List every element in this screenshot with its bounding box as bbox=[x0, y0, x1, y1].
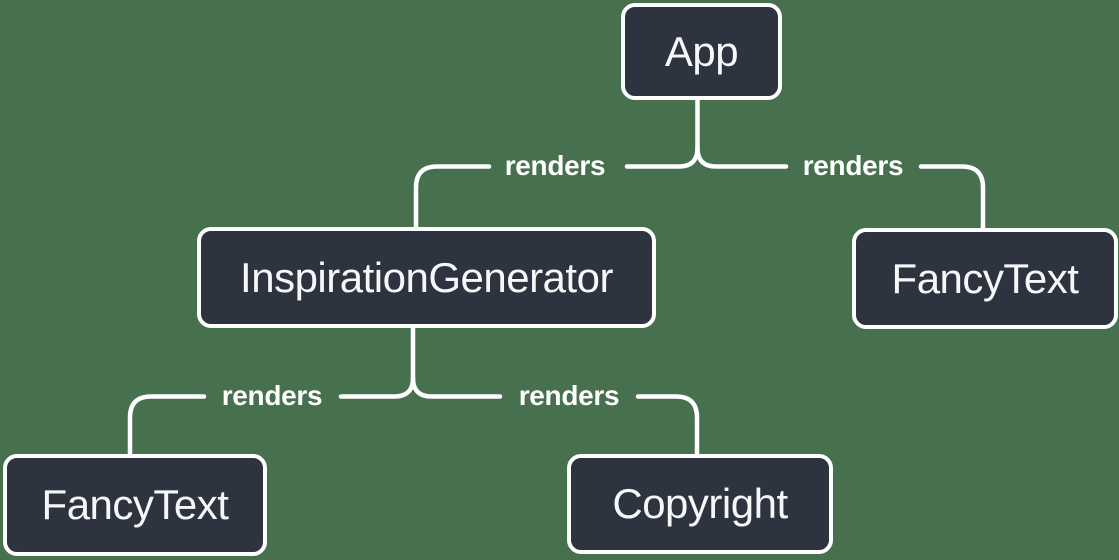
edge-inspiration-to-copyright-junction bbox=[410, 375, 503, 399]
node-app: App bbox=[621, 3, 782, 100]
edge-label-inspiration-fancytext: renders bbox=[221, 380, 323, 411]
node-fancy-text-top: FancyText bbox=[852, 228, 1118, 329]
edge-label-inspiration-copyright: renders bbox=[518, 380, 620, 411]
edge-inspiration-to-fancytext-drop bbox=[127, 394, 207, 457]
node-inspiration-generator: InspirationGenerator bbox=[197, 227, 656, 328]
edge-label-app-fancytext: renders bbox=[802, 150, 904, 181]
edge-inspiration-to-fancytext-junction bbox=[338, 375, 416, 399]
edge-label-app-inspiration: renders bbox=[504, 150, 606, 181]
node-copyright: Copyright bbox=[567, 454, 833, 554]
edge-app-to-fancytext-drop bbox=[918, 164, 986, 231]
edge-app-to-inspiration-junction bbox=[624, 145, 700, 169]
edge-app-to-fancytext-junction bbox=[695, 145, 789, 169]
edge-app-to-inspiration-drop bbox=[413, 164, 492, 230]
node-fancy-text-bottom: FancyText bbox=[3, 454, 267, 556]
edge-inspiration-to-copyright-drop bbox=[635, 394, 700, 458]
